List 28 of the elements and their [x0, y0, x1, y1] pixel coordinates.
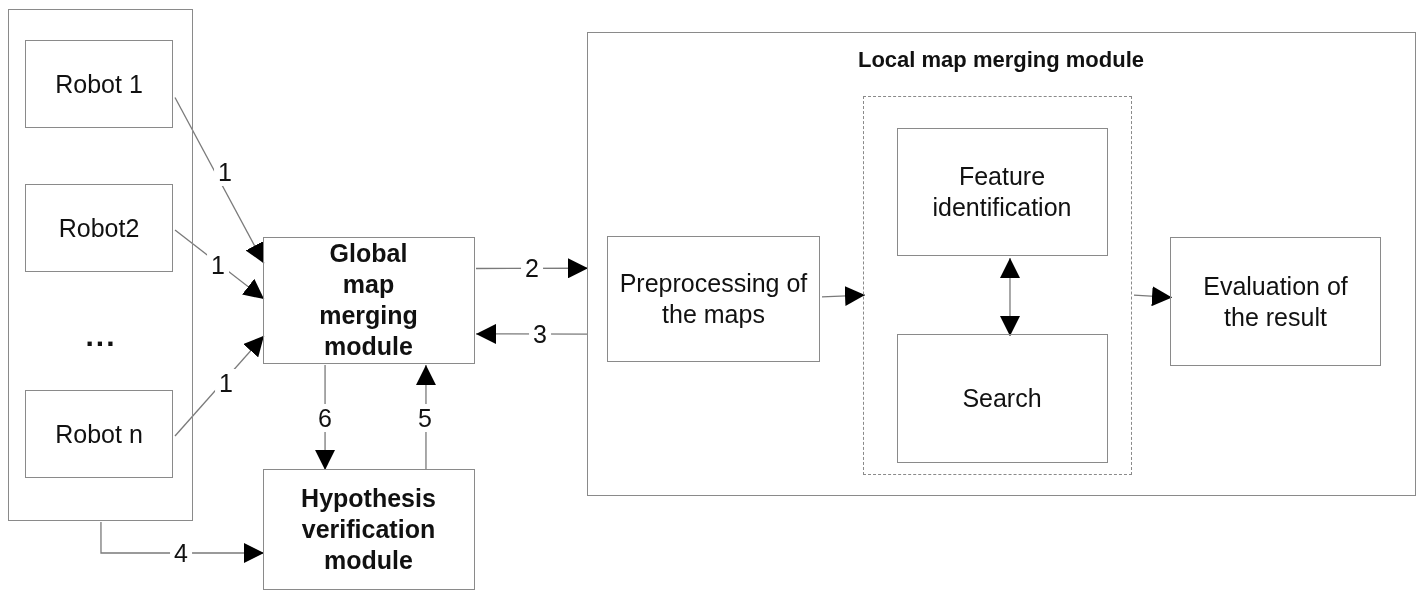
- process-box: [25, 40, 173, 128]
- box-label: Search: [962, 382, 1042, 414]
- arrow: [174, 96, 265, 265]
- module-title: Local map merging module: [856, 46, 1145, 73]
- arrow: [821, 285, 866, 306]
- box-label: Robot2: [58, 212, 140, 244]
- group-box: [7, 8, 193, 521]
- dashed-group-box: [863, 96, 1132, 475]
- process-box: [1170, 237, 1381, 366]
- arrow: [1133, 286, 1173, 307]
- process-box: [25, 184, 173, 272]
- process-box: [607, 236, 820, 362]
- box-label: Robot n: [55, 418, 143, 450]
- box-label: Robot 1: [55, 68, 143, 100]
- arrow: [100, 521, 265, 563]
- process-box: [896, 333, 1108, 463]
- arrow: [1000, 257, 1020, 337]
- box-label: Hypothesis verification module: [300, 482, 437, 576]
- module-panel: [586, 31, 1416, 496]
- process-box: [262, 468, 475, 590]
- ellipsis-label: ...: [85, 319, 117, 353]
- box-label: Evaluation of the result: [1202, 270, 1349, 333]
- process-box: [25, 390, 173, 478]
- box-label: Preprocessing of the maps: [618, 268, 809, 330]
- process-box: [896, 127, 1108, 256]
- process-box: [262, 236, 475, 364]
- box-label: Global map merging module: [318, 238, 419, 362]
- box-label: Feature identification: [931, 160, 1073, 223]
